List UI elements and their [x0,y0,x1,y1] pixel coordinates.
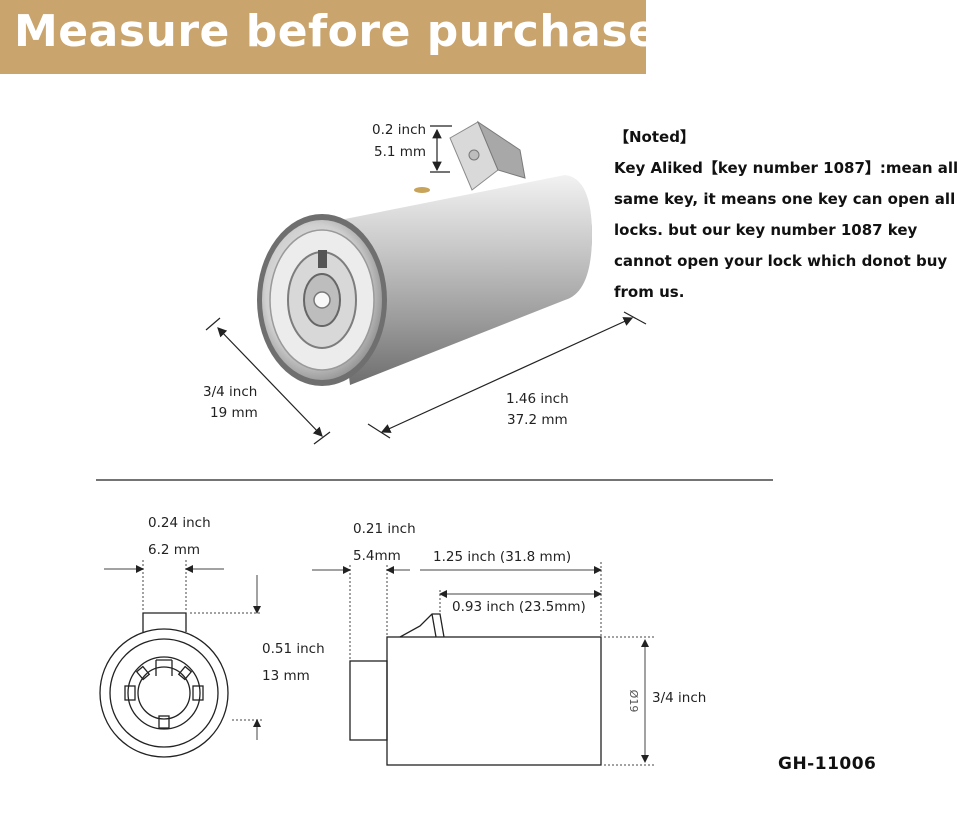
note-heading: 【Noted】 [614,128,695,146]
tab-height-mm-label: 5.1 mm [374,144,427,160]
header-banner: Measure before purchase [0,0,658,74]
front-depth-inch-label: 0.21 inch [353,521,416,537]
photo-diameter-mm-label: 19 mm [210,405,258,421]
tab-offset-label: 0.93 inch (23.5mm) [452,599,586,615]
front-height-mm-label: 13 mm [262,668,310,684]
front-view-drawing [99,612,229,758]
side-view-dimensions [312,562,656,766]
page-title: Measure before purchase [14,6,659,57]
key-note: 【Noted】 Key Aliked【key number 1087】:mean… [614,122,966,308]
front-height-inch-label: 0.51 inch [262,641,325,657]
photo-diameter-inch-label: 3/4 inch [203,384,258,400]
front-depth-mm-label: 5.4mm [353,548,401,564]
model-number: GH-11006 [778,754,877,774]
slot-width-mm-label: 6.2 mm [148,542,201,558]
photo-length-inch-label: 1.46 inch [506,391,569,407]
photo-dimension-lines [205,125,647,445]
lock-photo [257,120,592,386]
side-diameter-inch-label: 3/4 inch [652,690,707,706]
front-view-dimensions [104,560,262,740]
body-length-label: 1.25 inch (31.8 mm) [433,549,572,565]
diameter-mark: Ø19 [627,690,640,713]
slot-width-inch-label: 0.24 inch [148,515,211,531]
side-view-drawing [349,613,602,766]
photo-length-mm-label: 37.2 mm [507,412,568,428]
note-body: Key Aliked【key number 1087】:mean all sam… [614,159,959,301]
tab-height-inch-label: 0.2 inch [372,122,427,138]
